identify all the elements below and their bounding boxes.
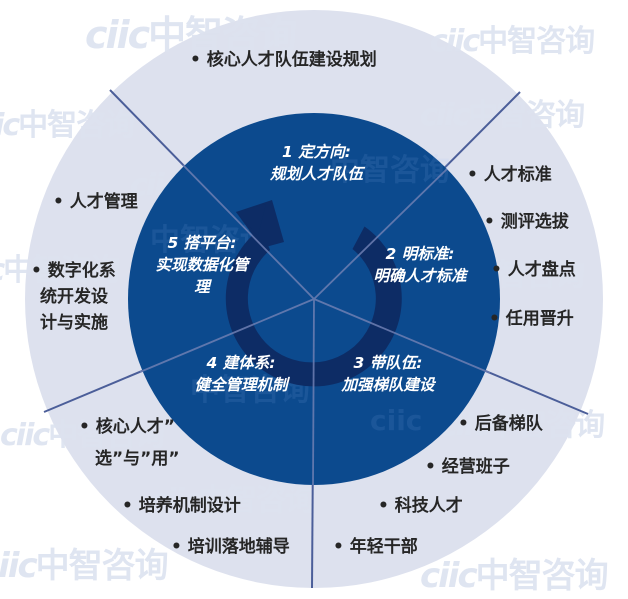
cycle-arrow-icon [225, 200, 402, 387]
svg-text:中智咨询: 中智咨询 [330, 153, 450, 188]
svg-text:ciic: ciic [370, 404, 422, 437]
inner-divider-2 [313, 168, 448, 300]
inner-divider-5 [139, 298, 315, 373]
inner-divider-4 [312, 298, 315, 486]
inner-sector-dividers [139, 164, 491, 486]
inner-divider-1 [182, 164, 315, 300]
inner-divider-3 [313, 298, 491, 374]
